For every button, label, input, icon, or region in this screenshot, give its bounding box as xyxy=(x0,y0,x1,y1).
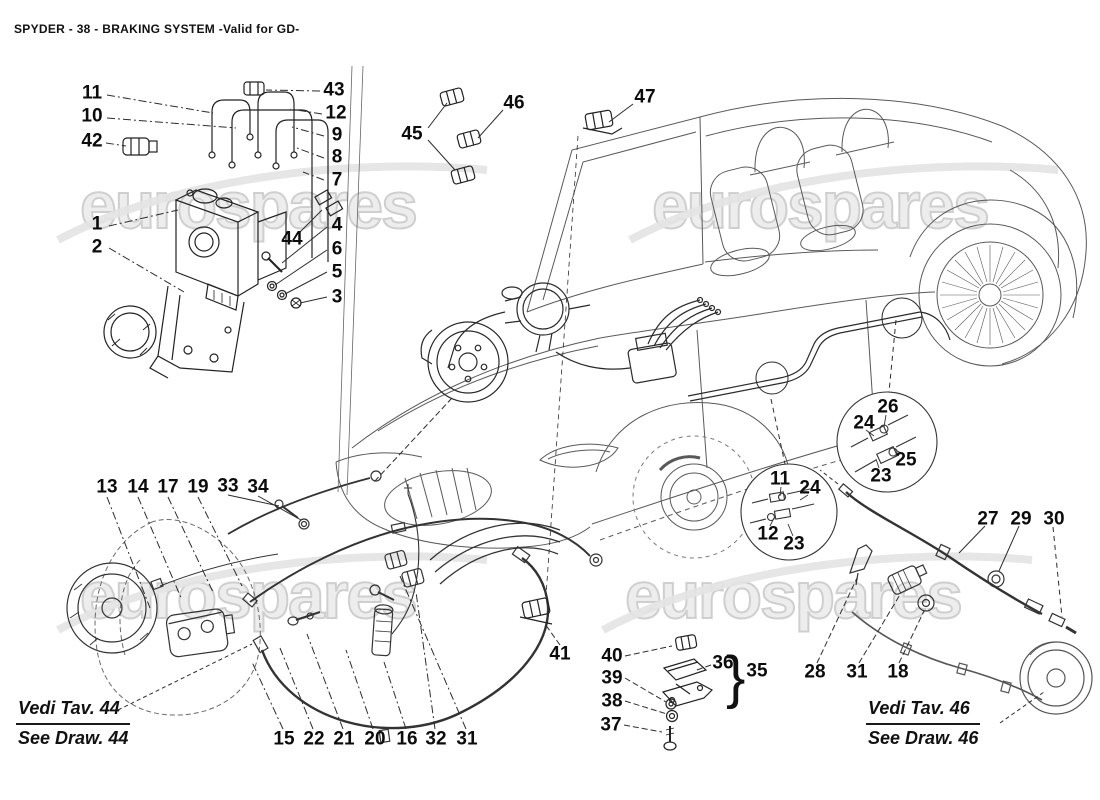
callout-5: 5 xyxy=(331,261,343,283)
note-see-draw-44: Vedi Tav. 44 See Draw. 44 xyxy=(16,698,131,749)
note-46-line1: Vedi Tav. 46 xyxy=(866,698,981,725)
callout-46: 46 xyxy=(503,92,525,114)
callout-1: 1 xyxy=(91,213,103,235)
callout-39: 39 xyxy=(601,667,623,689)
note-46-line2: See Draw. 46 xyxy=(868,727,979,748)
callout-23: 23 xyxy=(870,465,892,487)
callout-14: 14 xyxy=(127,476,149,498)
callout-8: 8 xyxy=(331,146,343,168)
callout-24: 24 xyxy=(799,477,821,499)
note-see-draw-46: Vedi Tav. 46 See Draw. 46 xyxy=(866,698,981,749)
callout-29: 29 xyxy=(1010,508,1032,530)
callout-19: 19 xyxy=(187,476,209,498)
callout-18: 18 xyxy=(887,661,909,683)
callout-31: 31 xyxy=(846,661,868,683)
brake-system-on-car xyxy=(373,282,951,483)
callout-47: 47 xyxy=(634,86,656,108)
callout-12: 12 xyxy=(757,523,779,545)
callout-13: 13 xyxy=(96,476,118,498)
inset-circle-front-fittings xyxy=(740,463,838,561)
note-44-line2: See Draw. 44 xyxy=(18,727,129,748)
callout-4: 4 xyxy=(331,214,343,236)
callout-20: 20 xyxy=(364,728,386,750)
note-44-line1: Vedi Tav. 44 xyxy=(16,698,131,725)
callout-42: 42 xyxy=(81,130,103,152)
callout-11: 11 xyxy=(81,82,103,104)
brace-35: } xyxy=(726,645,745,710)
callout-40: 40 xyxy=(601,645,623,667)
callout-26: 26 xyxy=(877,396,899,418)
mounting-bracket-parts-35-41: } xyxy=(519,597,745,751)
callout-6: 6 xyxy=(331,238,343,260)
callout-43: 43 xyxy=(323,79,345,101)
callout-10: 10 xyxy=(81,105,103,127)
inset-circle-rear-fittings xyxy=(836,391,938,493)
callout-21: 21 xyxy=(333,728,355,750)
page-title: SPYDER - 38 - BRAKING SYSTEM -Valid for … xyxy=(14,22,300,36)
callout-32: 32 xyxy=(425,728,447,750)
callout-35: 35 xyxy=(746,660,768,682)
callout-16: 16 xyxy=(396,728,418,750)
callout-3: 3 xyxy=(331,286,343,308)
callout-30: 30 xyxy=(1043,508,1065,530)
rear-wheel xyxy=(918,223,1062,367)
callout-41: 41 xyxy=(549,643,571,665)
callout-2: 2 xyxy=(91,236,103,258)
callout-15: 15 xyxy=(273,728,295,750)
callout-22: 22 xyxy=(303,728,325,750)
callout-9: 9 xyxy=(331,124,343,146)
callout-34: 34 xyxy=(247,476,269,498)
callout-45: 45 xyxy=(401,123,423,145)
callout-25: 25 xyxy=(895,449,917,471)
callout-33: 33 xyxy=(217,475,239,497)
callout-17: 17 xyxy=(157,476,179,498)
rear-hose-cable-parts xyxy=(819,469,1093,715)
callout-7: 7 xyxy=(331,169,343,191)
leader-lines xyxy=(105,65,1063,733)
callout-27: 27 xyxy=(977,508,999,530)
watermark-swoosh xyxy=(56,162,1059,634)
callout-24: 24 xyxy=(853,412,875,434)
abs-unit-assembly xyxy=(103,81,344,379)
callout-38: 38 xyxy=(601,690,623,712)
callout-31: 31 xyxy=(456,728,478,750)
callout-28: 28 xyxy=(804,661,826,683)
callout-44: 44 xyxy=(281,228,303,250)
callout-11: 11 xyxy=(769,468,791,490)
callout-36: 36 xyxy=(712,652,734,674)
callout-12: 12 xyxy=(325,102,347,124)
callout-37: 37 xyxy=(600,714,622,736)
callout-23: 23 xyxy=(783,533,805,555)
